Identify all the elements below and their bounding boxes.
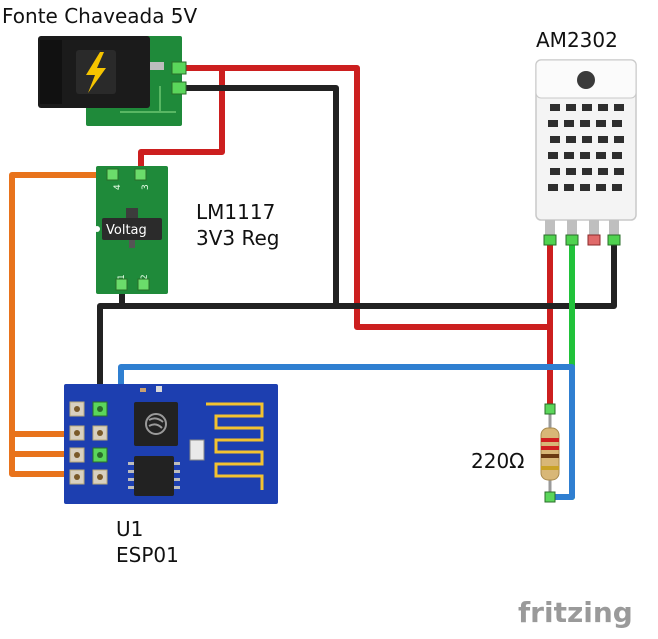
resistor-band-1 [541,438,559,442]
sensor-am2302 [535,59,637,246]
regulator-pad-2 [137,278,150,291]
sensor-mount-hole [577,71,595,89]
lightning-icon [86,52,106,93]
espressif-logo-icon [145,413,167,435]
wire-black-group [97,85,617,413]
sensor-label: AM2302 [536,28,618,52]
regulator-pad-1 [115,278,128,291]
fritzing-logo: fritzing [518,596,633,629]
regulator-pad-3 [134,168,147,181]
sensor-pin-1 [543,234,557,246]
esp01-flash-legs [128,462,180,489]
regulator-label-line2: 3V3 Reg [196,226,280,250]
regulator-pad-4 [106,168,119,181]
esp01-module [64,384,278,504]
sensor-pin-3 [587,234,601,246]
labels: Fonte Chaveada 5V AM2302 LM1117 3V3 Reg … [2,4,633,629]
wire-black-gnd-bus [119,237,617,309]
power-jack-terminal-negative [171,81,187,95]
sensor-pin-4 [607,234,621,246]
espressif-logo-mark [148,417,164,429]
power-jack-terminal-positive [171,61,187,75]
regulator-leg [129,240,135,248]
resistor-pad-top [544,403,556,415]
wire-red-supply-to-regulator [138,65,225,178]
esp01-led [156,386,162,392]
sensor-pin-2 [565,234,579,246]
esp01-smd-1 [140,388,146,392]
resistor-band-2 [541,446,559,450]
power-jack-pin [150,62,164,70]
esp01-header [69,401,108,485]
regulator-chip-dot [94,226,100,232]
wire-black-supply-gnd [177,85,339,309]
power-jack [38,36,187,126]
regulator-chip [102,218,162,240]
regulator-pin-4-label: 4 [113,184,123,190]
sensor-leg-4 [609,220,619,238]
sensor-leg-1 [545,220,555,238]
regulator-board: 4 3 Voltag 1 2 [94,166,168,294]
resistor-pad-bottom [544,491,556,503]
regulator-tab [126,208,138,218]
regulator-label-line1: LM1117 [196,200,275,224]
esp01-label-line1: U1 [116,517,143,541]
power-supply-label: Fonte Chaveada 5V [2,4,198,28]
resistor-220 [540,403,560,503]
resistor-band-3 [541,454,559,458]
sensor-grille [548,104,624,191]
regulator-pin-1-label: 1 [117,274,127,280]
regulator-pin-3-label: 3 [141,184,151,190]
power-jack-face [40,40,62,104]
sensor-leg-2 [567,220,577,238]
resistor-band-4 [541,466,559,470]
resistor-label: 220Ω [471,449,524,473]
esp01-label-line2: ESP01 [116,543,179,567]
wire-black-esp-gnd [97,303,125,413]
sensor-leg-3 [589,220,599,238]
power-jack-trace [120,86,176,113]
regulator-pin-2-label: 2 [140,274,150,280]
wire-orange-main [9,172,115,477]
wire-red-supply-to-sensor [177,65,553,330]
esp01-crystal [189,439,205,461]
regulator-chip-label: Voltag [106,223,147,238]
esp01-antenna-icon [206,402,264,490]
esp01-flash-chip [134,456,174,496]
